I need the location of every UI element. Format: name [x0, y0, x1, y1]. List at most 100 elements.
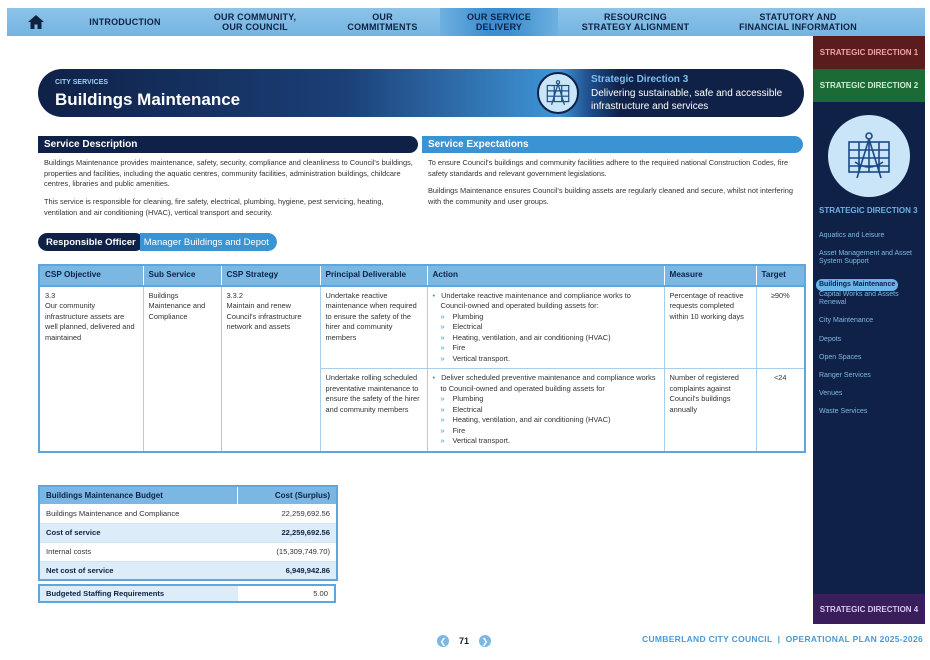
- table-row: Net cost of service 6,949,942.86: [39, 561, 337, 581]
- table-header-row: CSP Objective Sub Service CSP Strategy P…: [38, 264, 806, 287]
- column-header: Sub Service: [142, 264, 222, 287]
- sidebar-link-city-maintenance[interactable]: City Maintenance: [819, 317, 874, 324]
- action-cell: Undertake reactive maintenance and compl…: [426, 285, 665, 369]
- sidebar-links: Aquatics and Leisure Asset Management an…: [816, 232, 923, 426]
- staffing-requirements: Budgeted Staffing Requirements 5.00: [38, 584, 336, 603]
- strategic-direction-4-tab[interactable]: STRATEGIC DIRECTION 4: [813, 594, 925, 624]
- principal-deliverable-cell: Undertake rolling scheduled preventative…: [319, 368, 428, 452]
- action-text: Deliver scheduled preventive maintenance…: [433, 373, 659, 394]
- service-expectations-heading: Service Expectations: [422, 136, 803, 153]
- measure-cell: Number of registered complaints against …: [663, 368, 757, 452]
- budget-header-value: Cost (Surplus): [237, 486, 338, 504]
- target-cell: ≥90%: [755, 285, 806, 369]
- column-header: CSP Strategy: [220, 264, 321, 287]
- list-item: Fire: [433, 426, 659, 437]
- nav-our-commitments[interactable]: OUR COMMITMENTS: [347, 12, 418, 32]
- responsible-officer-label: Responsible Officer: [38, 233, 144, 251]
- home-icon: [28, 15, 44, 29]
- budget-row-value: 22,259,692.56: [237, 504, 337, 524]
- budget-row-value: 6,949,942.86: [237, 561, 337, 581]
- list-item: Heating, ventilation, and air conditioni…: [433, 415, 659, 426]
- column-header: Target: [755, 264, 806, 287]
- budget-table: Buildings Maintenance Budget Cost (Surpl…: [38, 485, 338, 581]
- target-cell: <24: [755, 368, 806, 452]
- staffing-label: Budgeted Staffing Requirements: [40, 586, 238, 601]
- nav-statutory[interactable]: STATUTORY AND FINANCIAL INFORMATION: [739, 12, 857, 32]
- csp-strategy-cell: 3.3.2 Maintain and renew Council's infra…: [220, 285, 321, 452]
- sidebar-link-waste-services[interactable]: Waste Services: [819, 408, 868, 415]
- table-row: Internal costs (15,309,749.70): [39, 542, 337, 562]
- service-delivery-table: CSP Objective Sub Service CSP Strategy P…: [38, 264, 806, 453]
- sub-service-cell: Buildings Maintenance and Compliance: [142, 285, 222, 452]
- pagination: ❮ 71 ❯: [437, 635, 492, 647]
- header-direction-description: Delivering sustainable, safe and accessi…: [591, 88, 783, 112]
- list-item: Electrical: [433, 405, 659, 416]
- responsible-officer-value: Manager Buildings and Depot: [139, 233, 277, 251]
- budget-row-label: Buildings Maintenance and Compliance: [39, 504, 237, 524]
- action-list: Undertake reactive maintenance and compl…: [433, 291, 659, 365]
- action-list: Deliver scheduled preventive maintenance…: [433, 373, 659, 447]
- column-header: CSP Objective: [38, 264, 144, 287]
- drafting-compass-icon: [848, 132, 890, 179]
- list-item: Vertical transport.: [433, 436, 659, 447]
- budget-header-row: Buildings Maintenance Budget Cost (Surpl…: [39, 486, 338, 504]
- budget-row-value: 22,259,692.56: [237, 523, 337, 543]
- header-direction-badge: [537, 72, 579, 114]
- budget-row-value: (15,309,749.70): [237, 542, 337, 562]
- service-description-p2: This service is responsible for cleaning…: [44, 197, 384, 217]
- nav-introduction[interactable]: INTRODUCTION: [89, 17, 161, 27]
- action-cell: Deliver scheduled preventive maintenance…: [426, 368, 665, 452]
- header-strategic-direction: Strategic Direction 3: [591, 74, 689, 85]
- table-row: Cost of service 22,259,692.56: [39, 523, 337, 543]
- next-page-button[interactable]: ❯: [479, 635, 492, 647]
- page-subtitle: CITY SERVICES: [55, 79, 109, 86]
- page-number: 71: [459, 636, 470, 646]
- service-expectations-p1: To ensure Council's buildings and commun…: [428, 158, 789, 178]
- page-title: Buildings Maintenance: [55, 90, 241, 109]
- nav-our-community[interactable]: OUR COMMUNITY, OUR COUNCIL: [213, 12, 297, 32]
- chevron-right-icon: ❯: [481, 636, 489, 646]
- list-item: Plumbing: [433, 394, 659, 405]
- sidebar-link-open-spaces[interactable]: Open Spaces: [819, 354, 862, 361]
- strategic-direction-2-tab[interactable]: STRATEGIC DIRECTION 2: [813, 69, 925, 102]
- list-item: Plumbing: [433, 312, 659, 323]
- column-header: Principal Deliverable: [319, 264, 428, 287]
- sidebar-link-asset-management[interactable]: Asset Management and Asset System Suppor…: [819, 250, 912, 265]
- home-button[interactable]: [7, 8, 65, 36]
- sidebar-link-capital-works[interactable]: Capital Works and Assets Renewal: [819, 291, 899, 306]
- strategic-direction-3-title: STRATEGIC DIRECTION 3: [819, 206, 918, 215]
- measure-cell: Percentage of reactive requests complete…: [663, 285, 757, 369]
- list-item: Fire: [433, 343, 659, 354]
- service-description-p1: Buildings Maintenance provides maintenan…: [44, 158, 413, 188]
- sidebar: STRATEGIC DIRECTION 1 STRATEGIC DIRECTIO…: [813, 36, 925, 624]
- nav-resourcing[interactable]: RESOURCING STRATEGY ALIGNMENT: [581, 12, 690, 32]
- drafting-compass-icon: [546, 80, 570, 105]
- csp-objective-cell: 3.3 Our community infrastructure assets …: [38, 285, 144, 452]
- footer-title: CUMBERLAND CITY COUNCIL | OPERATIONAL PL…: [642, 634, 924, 644]
- strategic-direction-1-tab[interactable]: STRATEGIC DIRECTION 1: [813, 36, 925, 69]
- column-header: Action: [426, 264, 665, 287]
- nav-our-service-delivery[interactable]: OUR SERVICE DELIVERY: [440, 8, 558, 36]
- list-item: Electrical: [433, 322, 659, 333]
- strategic-direction-3-badge: [828, 115, 910, 197]
- budget-header-label: Buildings Maintenance Budget: [39, 486, 238, 504]
- sidebar-link-aquatics[interactable]: Aquatics and Leisure: [819, 232, 885, 239]
- list-item: Heating, ventilation, and air conditioni…: [433, 333, 659, 344]
- action-text: Undertake reactive maintenance and compl…: [433, 291, 659, 312]
- chevron-left-icon: ❮: [439, 636, 447, 646]
- sidebar-link-buildings-maintenance[interactable]: Buildings Maintenance: [816, 279, 899, 291]
- sidebar-link-depots[interactable]: Depots: [819, 336, 842, 343]
- table-row: Buildings Maintenance and Compliance 22,…: [39, 504, 337, 524]
- column-header: Measure: [663, 264, 757, 287]
- sidebar-link-venues[interactable]: Venues: [819, 390, 843, 397]
- list-item: Vertical transport.: [433, 354, 659, 365]
- service-description-heading: Service Description: [38, 136, 418, 153]
- budget-row-label: Internal costs: [39, 542, 237, 562]
- table-row: 3.3 Our community infrastructure assets …: [38, 285, 806, 452]
- sidebar-link-ranger-services[interactable]: Ranger Services: [819, 372, 871, 379]
- page-header-banner: CITY SERVICES Buildings Maintenance: [38, 69, 804, 117]
- responsible-officer: Responsible Officer Manager Buildings an…: [38, 233, 277, 251]
- previous-page-button[interactable]: ❮: [437, 635, 449, 647]
- principal-deliverable-cell: Undertake reactive maintenance when requ…: [319, 285, 428, 369]
- staffing-value: 5.00: [313, 589, 328, 598]
